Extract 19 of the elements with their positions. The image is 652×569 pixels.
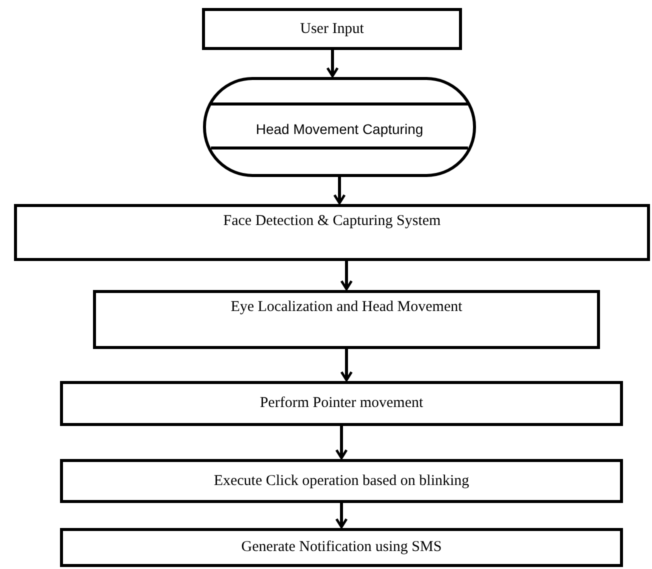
step-label: Face Detection & Capturing System (223, 212, 441, 231)
arrow (340, 261, 353, 290)
step-label: Perform Pointer movement (260, 394, 424, 413)
arrow (340, 349, 353, 382)
process-box (60, 381, 623, 426)
arrow (333, 177, 346, 204)
step-label: Generate Notification using SMS (241, 538, 442, 557)
arrow (326, 50, 339, 78)
arrow (335, 503, 348, 528)
step-label: Eye Localization and Head Movement (230, 298, 462, 317)
process-box (202, 8, 462, 50)
process-box (93, 290, 600, 349)
process-box (14, 204, 650, 261)
process-box (60, 528, 623, 567)
step-label: Head Movement Capturing (256, 121, 424, 139)
step-label: User Input (300, 20, 364, 38)
process-box (60, 459, 623, 503)
arrow (335, 426, 348, 460)
step-label: Execute Click operation based on blinking (214, 472, 470, 490)
